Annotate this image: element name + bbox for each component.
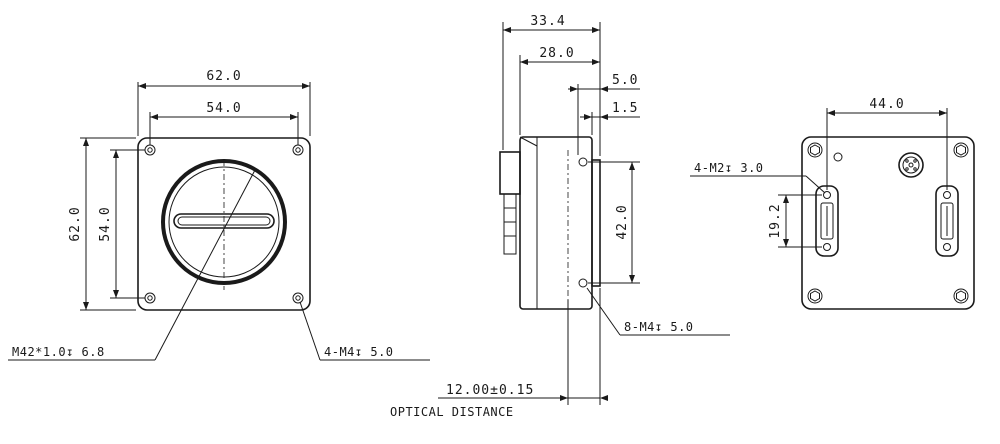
front-corner-screw	[292, 292, 304, 304]
optical-distance-value: 12.00±0.15	[446, 383, 534, 398]
optical-distance-label: OPTICAL DISTANCE	[390, 405, 514, 419]
rear-connector-holes-label: 4-M2↧ 3.0	[694, 161, 764, 175]
side-hole	[578, 278, 588, 288]
data-connector-left	[815, 185, 839, 257]
front-corner-screw	[144, 144, 156, 156]
rear-corner-screw	[953, 142, 969, 158]
front-body-outline	[137, 137, 311, 311]
rear-connector-spacing-label: 44.0	[869, 97, 904, 112]
side-view: 33.4 28.0 5.0 1.5 42.0 8-M4↧ 5.0 12.00±0…	[390, 14, 730, 419]
side-depth-body-label: 28.0	[539, 46, 574, 61]
front-view: 62.0 54.0 62.0 54.0 M42*1.0↧ 6.8 4-M4↧ 5…	[8, 69, 430, 361]
side-hole	[578, 157, 588, 167]
front-corner-screw	[292, 144, 304, 156]
side-body-outline	[519, 136, 593, 310]
rear-view: 44.0 4-M2↧ 3.0 19.2	[690, 97, 975, 310]
rear-connector-height-label: 19.2	[768, 203, 783, 238]
data-connector-right	[935, 185, 959, 257]
rear-body-outline	[801, 136, 975, 310]
front-height-inner-label: 54.0	[98, 206, 113, 241]
side-hole-spacing-label: 42.0	[615, 204, 630, 239]
side-offset-a-label: 5.0	[612, 73, 638, 88]
front-height-outer-label: 62.0	[68, 206, 83, 241]
front-width-outer-label: 62.0	[206, 69, 241, 84]
rear-corner-screw	[953, 288, 969, 304]
front-mount-holes-label: 4-M4↧ 5.0	[324, 345, 394, 359]
lens-mount-label: M42*1.0↧ 6.8	[12, 345, 105, 359]
side-holes-label: 8-M4↧ 5.0	[624, 320, 694, 334]
side-mount-flange	[499, 151, 521, 195]
rear-corner-screw	[807, 288, 823, 304]
side-depth-total-label: 33.4	[530, 14, 565, 29]
power-connector	[898, 152, 924, 178]
rear-corner-screw	[807, 142, 823, 158]
front-corner-screw	[144, 292, 156, 304]
status-led	[833, 152, 843, 162]
front-width-inner-label: 54.0	[206, 101, 241, 116]
side-offset-b-label: 1.5	[612, 101, 638, 116]
